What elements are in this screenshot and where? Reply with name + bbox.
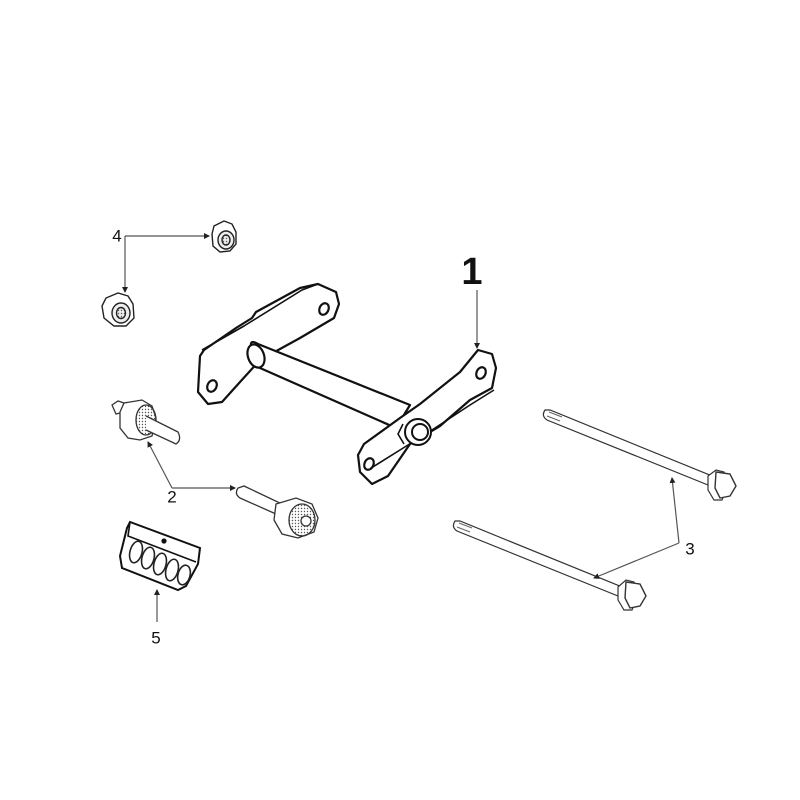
- left-side-plate: [196, 282, 341, 406]
- part-1-frame: [196, 282, 498, 486]
- leader-3a: [669, 477, 680, 544]
- callout-label-2: 2: [167, 487, 177, 507]
- bushing-pin-lower: [235, 485, 319, 539]
- leader-lines: [122, 233, 680, 622]
- bolt-lower: [452, 520, 647, 611]
- part-2-bushing-pins: [111, 399, 319, 539]
- leader-2a: [147, 441, 173, 489]
- callout-label-4: 4: [112, 226, 122, 246]
- leader-3b: [593, 542, 680, 579]
- nut-upper: [211, 220, 237, 253]
- part-5-spring-holder: [118, 520, 202, 592]
- crossbar-tube: [246, 340, 412, 430]
- callout-label-5: 5: [151, 628, 161, 648]
- callout-label-3: 3: [685, 539, 695, 559]
- bolt-upper: [542, 409, 737, 501]
- part-4-nuts: [101, 220, 237, 327]
- bushing-pin-upper: [111, 399, 181, 445]
- right-side-plate: [356, 348, 498, 486]
- nut-lower: [101, 292, 135, 327]
- spring-coils: [128, 540, 192, 586]
- callout-label-1: 1: [461, 251, 483, 293]
- part-3-bolts: [452, 409, 737, 611]
